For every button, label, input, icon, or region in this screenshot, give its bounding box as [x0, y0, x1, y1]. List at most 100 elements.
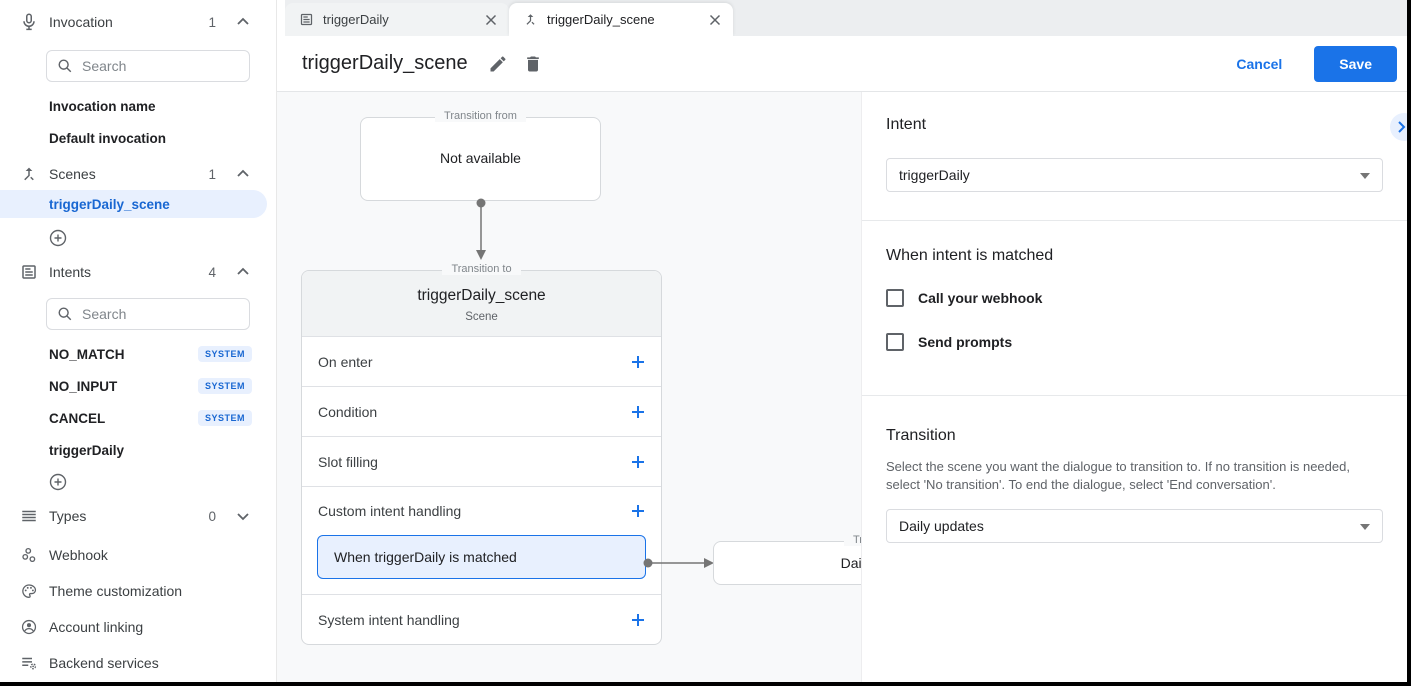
link-label: Backend services	[49, 655, 159, 671]
edit-icon[interactable]	[488, 54, 508, 74]
intent-dropdown[interactable]: triggerDaily	[886, 158, 1383, 192]
sidebar-section-invocation[interactable]: Invocation 1	[0, 10, 276, 34]
add-icon[interactable]	[631, 613, 645, 627]
tab-triggerdaily[interactable]: triggerDaily	[285, 3, 509, 36]
scene-row-system-intent-handling[interactable]: System intent handling	[302, 594, 661, 644]
tab-label: triggerDaily	[323, 12, 389, 27]
cancel-button[interactable]: Cancel	[1220, 48, 1298, 80]
tab-strip: triggerDaily triggerDaily_scene	[277, 0, 1407, 36]
matched-heading: When intent is matched	[886, 247, 1054, 264]
sidebar-item-webhook[interactable]: Webhook	[0, 537, 276, 573]
main-area: triggerDaily triggerDaily_scene triggerD…	[277, 0, 1407, 682]
add-scene-button[interactable]	[0, 222, 276, 254]
scene-card-header: triggerDaily_scene Scene	[302, 271, 661, 336]
checkbox[interactable]	[886, 333, 904, 351]
sidebar-item-default-invocation[interactable]: Default invocation	[49, 130, 167, 146]
add-circle-icon	[49, 473, 67, 491]
intent-heading: Intent	[886, 116, 927, 133]
save-button[interactable]: Save	[1314, 45, 1397, 82]
add-icon[interactable]	[631, 355, 645, 369]
delete-icon[interactable]	[523, 54, 543, 74]
close-icon[interactable]	[709, 14, 721, 26]
backend-services-icon	[22, 657, 37, 670]
sidebar-item-no-match[interactable]: NO_MATCH SYSTEM	[0, 338, 276, 370]
intent-label: CANCEL	[49, 410, 106, 426]
section-count: 0	[208, 508, 216, 524]
sidebar-section-intents[interactable]: Intents 4	[0, 260, 276, 284]
dropdown-caret-icon	[1360, 524, 1370, 530]
row-label: Condition	[318, 403, 378, 420]
intent-section: Intent triggerDaily	[862, 92, 1407, 221]
intent-label: NO_MATCH	[49, 346, 125, 362]
transition-heading: Transition	[886, 427, 956, 444]
sidebar-item-no-input[interactable]: NO_INPUT SYSTEM	[0, 370, 276, 402]
send-prompts-checkbox-row[interactable]: Send prompts	[886, 333, 1383, 351]
search-icon	[58, 307, 72, 321]
chevron-down-icon[interactable]	[236, 510, 250, 522]
row-label: Slot filling	[318, 453, 378, 470]
transition-target-legend: Transition to	[714, 534, 861, 546]
call-webhook-checkbox-row[interactable]: Call your webhook	[886, 289, 1383, 307]
row-label: On enter	[318, 353, 373, 370]
add-icon[interactable]	[631, 405, 645, 419]
transition-description: Select the scene you want the dialogue t…	[886, 459, 1350, 492]
dropdown-caret-icon	[1360, 173, 1370, 179]
add-icon[interactable]	[631, 455, 645, 469]
invocation-search[interactable]	[46, 50, 250, 82]
scene-diagram-canvas[interactable]: Transition from Not available Transition…	[277, 92, 861, 682]
sidebar-item-account-linking[interactable]: Account linking	[0, 609, 276, 645]
sidebar-item-theme-customization[interactable]: Theme customization	[0, 573, 276, 609]
system-badge: SYSTEM	[197, 410, 252, 426]
close-icon[interactable]	[485, 14, 497, 26]
sidebar-item-invocation-name[interactable]: Invocation name	[49, 98, 156, 114]
add-icon[interactable]	[631, 504, 645, 518]
scene-row-condition[interactable]: Condition	[302, 386, 661, 436]
scene-row-on-enter[interactable]: On enter	[302, 336, 661, 386]
system-badge: SYSTEM	[197, 378, 252, 394]
chevron-up-icon[interactable]	[236, 16, 250, 28]
tab-label: triggerDaily_scene	[547, 12, 655, 27]
section-count: 1	[208, 14, 216, 30]
transition-from-box: Transition from Not available	[360, 110, 601, 201]
link-label: Theme customization	[49, 583, 183, 599]
add-intent-button[interactable]	[0, 466, 276, 498]
system-badge: SYSTEM	[197, 346, 252, 362]
chevron-up-icon[interactable]	[236, 266, 250, 278]
transition-from-legend: Transition from	[361, 110, 600, 122]
custom-intent-handling-row[interactable]: Custom intent handling	[302, 487, 661, 535]
chevron-right-icon	[1398, 121, 1406, 133]
section-label: Intents	[49, 264, 92, 280]
scenes-icon	[24, 167, 34, 181]
sidebar-item-triggerdaily-scene[interactable]: triggerDaily_scene	[0, 190, 267, 218]
scene-row-slot-filling[interactable]: Slot filling	[302, 436, 661, 486]
intent-label: triggerDaily	[49, 442, 125, 458]
intents-icon	[22, 265, 36, 279]
transition-target-value: Daily updates	[840, 555, 861, 571]
sidebar-section-types[interactable]: Types 0	[0, 504, 276, 528]
sidebar-item-backend-services[interactable]: Backend services	[0, 645, 276, 681]
intent-dropdown-value: triggerDaily	[899, 167, 970, 183]
sidebar-section-scenes[interactable]: Scenes 1	[0, 162, 276, 186]
sidebar-item-cancel[interactable]: CANCEL SYSTEM	[0, 402, 276, 434]
chevron-up-icon[interactable]	[236, 168, 250, 180]
editor-content: Transition from Not available Transition…	[277, 92, 1407, 682]
checkbox[interactable]	[886, 289, 904, 307]
scene-tab-icon	[526, 14, 535, 25]
link-label: Webhook	[49, 547, 108, 563]
checkbox-label: Send prompts	[918, 334, 1013, 350]
sidebar-item-triggerdaily[interactable]: triggerDaily	[0, 434, 276, 466]
transition-target-box[interactable]: Transition to Daily updates	[713, 534, 861, 585]
tab-triggerdaily-scene[interactable]: triggerDaily_scene	[509, 3, 733, 36]
intents-search[interactable]	[46, 298, 250, 330]
section-label: Types	[49, 508, 87, 524]
types-icon	[22, 510, 36, 522]
selected-intent-handler[interactable]: When triggerDaily is matched	[317, 535, 646, 579]
intents-search-input[interactable]	[82, 306, 239, 322]
search-icon	[58, 59, 72, 73]
collapse-panel-button[interactable]	[1390, 113, 1407, 141]
invocation-search-input[interactable]	[82, 58, 239, 74]
section-count: 1	[208, 166, 216, 182]
page-header: triggerDaily_scene Cancel Save	[277, 36, 1407, 92]
row-label: System intent handling	[318, 611, 460, 628]
transition-dropdown[interactable]: Daily updates	[886, 509, 1383, 543]
